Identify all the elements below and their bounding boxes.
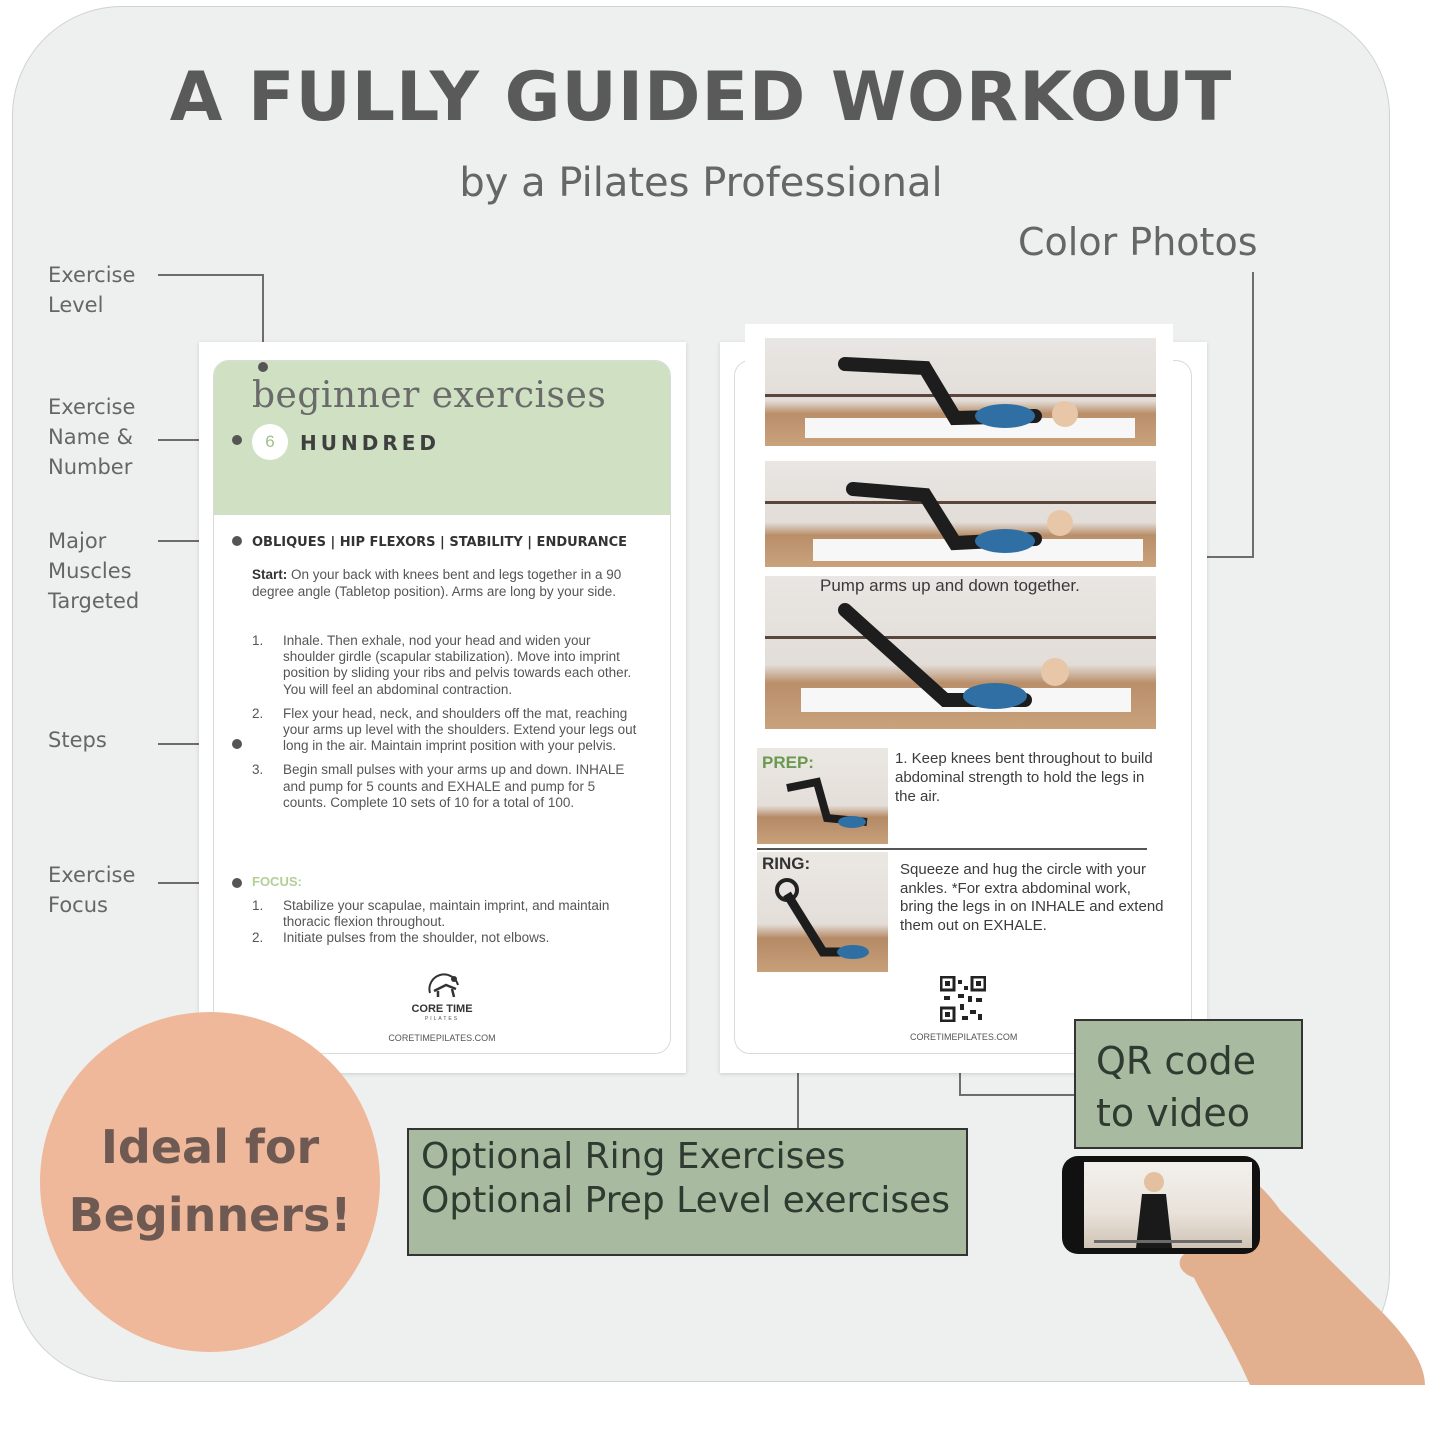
leader-line <box>959 1094 1075 1096</box>
leader-line <box>158 439 236 441</box>
ring-photo <box>757 852 888 972</box>
qr-callout-line-1: QR code <box>1096 1039 1257 1083</box>
major-muscles-label: Major Muscles Targeted <box>48 529 140 613</box>
steps-label: Steps <box>48 728 107 752</box>
focus-text: Initiate pulses from the shoulder, not e… <box>283 930 550 946</box>
card-front-border: beginner exercises 6 HUNDRED OBLIQUES | … <box>213 360 671 1054</box>
start-label: Start: <box>252 567 288 582</box>
exercise-photo-2 <box>765 461 1156 567</box>
step-text: Inhale. Then exhale, nod your head and w… <box>283 633 632 697</box>
badge-line-1: Ideal for <box>100 1120 320 1174</box>
focus-heading: FOCUS: <box>252 874 302 889</box>
exercise-card-front: beginner exercises 6 HUNDRED OBLIQUES | … <box>199 342 686 1073</box>
pilates-figure <box>838 603 1069 709</box>
exercise-photo-3 <box>765 576 1156 729</box>
focus-number: 1. <box>252 898 264 913</box>
badge-line-2: Beginners! <box>68 1188 352 1242</box>
muscles-targeted: OBLIQUES | HIP FLEXORS | STABILITY | END… <box>252 535 628 550</box>
leader-line <box>158 274 264 276</box>
ring-label: RING: <box>762 854 811 873</box>
focus-item: 2. Initiate pulses from the shoulder, not… <box>252 930 642 946</box>
step-number: 3. <box>252 762 264 778</box>
step-item: 2. Flex your head, neck, and shoulders of… <box>252 706 642 755</box>
exercise-photo-1 <box>765 338 1156 446</box>
optional-ring-text: Optional Ring Exercises <box>421 1136 846 1177</box>
focus-list: 1. Stabilize your scapulae, maintain impr… <box>252 898 642 947</box>
leader-line <box>158 540 236 542</box>
exercise-name-number-label: Exercise Name & Number <box>48 395 136 479</box>
exercise-level: beginner exercises <box>252 375 607 416</box>
leader-line <box>262 274 264 366</box>
page-subtitle: by a Pilates Professional <box>459 160 943 206</box>
optional-exercises-callout: Optional Ring Exercises Optional Prep Le… <box>407 1128 968 1256</box>
brand-logo-icon <box>428 973 459 998</box>
optional-prep-text: Optional Prep Level exercises <box>421 1180 950 1221</box>
card-header: beginner exercises 6 HUNDRED <box>214 361 670 515</box>
color-photos-label: Color Photos <box>1018 220 1258 264</box>
leader-line <box>158 743 236 745</box>
video-screen <box>1084 1162 1252 1248</box>
pilates-figure <box>786 777 868 828</box>
leader-dot <box>232 536 242 546</box>
prep-text: 1. Keep knees bent throughout to build a… <box>895 750 1153 805</box>
exercise-name: HUNDRED <box>300 431 440 455</box>
leader-line <box>959 1062 961 1096</box>
ring-text: Squeeze and hug the circle with your ank… <box>900 861 1164 934</box>
leader-line <box>1252 272 1254 558</box>
step-number: 2. <box>252 705 264 721</box>
steps-list: 1. Inhale. Then exhale, nod your head and… <box>252 633 642 819</box>
leader-dot <box>258 362 268 372</box>
pilates-figure <box>846 482 1073 553</box>
start-text: On your back with knees bent and legs to… <box>252 567 622 599</box>
start-position: Start: On your back with knees bent and … <box>252 567 632 600</box>
leader-dot <box>232 739 242 749</box>
prep-photo <box>757 748 888 844</box>
brand-subtitle: PILATES <box>424 1016 460 1022</box>
page-title: A FULLY GUIDED WORKOUT <box>169 58 1233 137</box>
step-item: 3. Begin small pulses with your arms up a… <box>252 762 642 811</box>
leader-line <box>1174 556 1254 558</box>
leader-dot <box>232 435 242 445</box>
pilates-figure <box>775 878 869 959</box>
instructor-figure <box>1094 1172 1242 1248</box>
website-url: CORETIMEPILATES.COM <box>910 1032 1018 1042</box>
prep-label: PREP: <box>762 753 814 772</box>
pilates-figure <box>838 357 1078 428</box>
focus-text: Stabilize your scapulae, maintain imprin… <box>283 898 610 930</box>
leader-dot <box>232 878 242 888</box>
step-item: 1. Inhale. Then exhale, nod your head and… <box>252 633 642 698</box>
step-number: 1. <box>252 633 264 648</box>
step-text: Flex your head, neck, and shoulders off … <box>283 705 637 754</box>
qr-callout-line-2: to video <box>1096 1091 1251 1135</box>
qr-code-icon <box>940 976 986 1022</box>
exercise-number: 6 <box>252 424 288 460</box>
leader-line <box>158 882 236 884</box>
qr-video-callout: QR code to video <box>1074 1019 1303 1149</box>
divider <box>757 848 1147 850</box>
brand-name: CORE TIME <box>411 1003 473 1015</box>
exercise-level-label: Exercise Level <box>48 263 136 317</box>
photo-caption: Pump arms up and down together. <box>820 576 1080 595</box>
exercise-focus-label: Exercise Focus <box>48 863 136 917</box>
step-text: Begin small pulses with your arms up and… <box>283 762 625 810</box>
phone-image <box>1062 1156 1260 1254</box>
focus-number: 2. <box>252 930 264 946</box>
website-url: CORETIMEPILATES.COM <box>388 1033 496 1043</box>
focus-item: 1. Stabilize your scapulae, maintain impr… <box>252 898 642 930</box>
beginners-badge: Ideal for Beginners! <box>40 1012 380 1352</box>
